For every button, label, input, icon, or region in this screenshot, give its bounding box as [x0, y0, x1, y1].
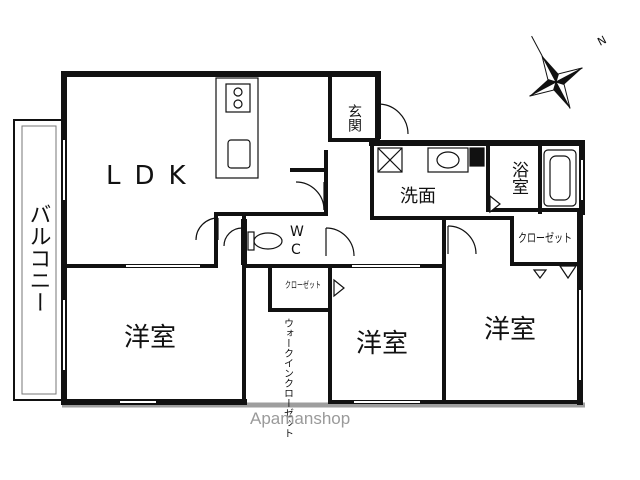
wc-label-w: W: [290, 224, 304, 240]
western-room-2-label: 洋室: [356, 329, 408, 359]
compass-north-label: N: [595, 33, 608, 48]
bathtub: [543, 149, 577, 207]
western-room-1-label: 洋室: [124, 323, 176, 353]
walkin-closet-label: ウォークインクローゼット: [282, 318, 294, 438]
compass-icon: [529, 35, 583, 109]
balcony-label: バルコニー: [26, 203, 51, 313]
toilet: [247, 231, 283, 251]
doors: [195, 103, 477, 257]
entrance-label: 玄関: [346, 103, 362, 133]
closet-markers: [333, 265, 578, 298]
wc-label-c: C: [291, 242, 301, 258]
ldk-label: LDK: [106, 161, 200, 191]
closet-right-label: クローゼット: [518, 231, 572, 245]
kitchen-counter: [215, 77, 259, 179]
washroom-fixtures: [377, 147, 501, 214]
western-room-3-label: 洋室: [484, 315, 536, 345]
windows: [63, 140, 583, 403]
closet-hall-label: クローゼット: [285, 279, 321, 291]
watermark: Apamanshop: [250, 409, 350, 428]
bathroom-label: 浴室: [508, 161, 529, 195]
washroom-label: 洗面: [400, 186, 436, 207]
